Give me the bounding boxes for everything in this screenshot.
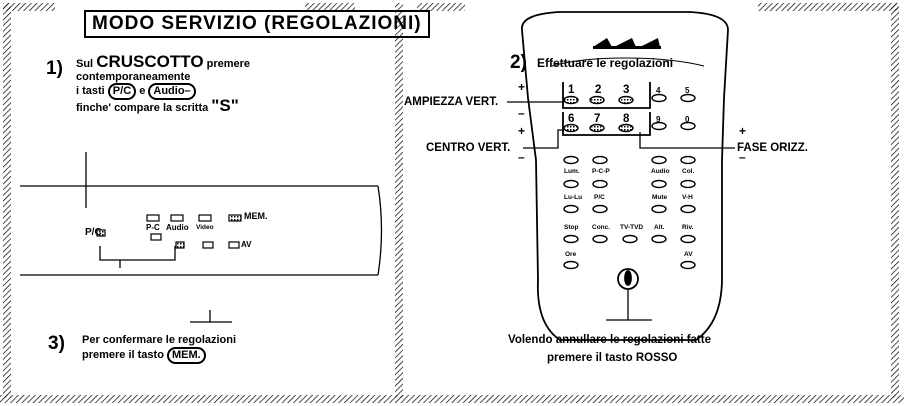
remote-pc-label: P/C [594, 194, 605, 201]
page-title: MODO SERVIZIO (REGOLAZIONI) [84, 10, 430, 38]
digit-9: 9 [656, 115, 661, 124]
centro-plus: + [518, 124, 526, 138]
pc-button-label: P/C [107, 83, 137, 100]
remote-av-label: AV [684, 251, 693, 258]
panel-pc-label: P/C [85, 227, 102, 238]
step2-text: Effettuare le regolazioni [537, 56, 674, 70]
digit-7: 7 [594, 113, 601, 125]
step1-line3-mid: e [139, 85, 146, 97]
step3-line2-pre: premere il tasto [82, 348, 164, 361]
remote-lulu-label: Lu-Lu [564, 194, 583, 201]
digit-3: 3 [623, 84, 630, 96]
ampiezza-plus: + [518, 80, 526, 94]
step3-number: 3) [48, 333, 65, 354]
digit-5: 5 [685, 86, 690, 95]
step1-line3-pre: i tasti [76, 85, 105, 97]
step3-line1: Per confermare le regolazioni [82, 334, 237, 346]
remote-col-label: Col. [682, 168, 695, 175]
step1-line4: finche' compare la scritta [76, 102, 209, 114]
red-button-icon [617, 268, 639, 290]
panel-av-label: AV [241, 240, 252, 249]
panel-mem-label: MEM. [244, 211, 268, 221]
remote-vh-label: V-H [682, 194, 693, 201]
panel-buttons [96, 214, 242, 249]
step1-number: 1) [46, 58, 63, 79]
remote-ore-label: Ore [565, 251, 577, 258]
remote-leader-lines [507, 101, 735, 321]
panel-pc-small-label: P-C [146, 223, 160, 232]
ampiezza-vert-label: AMPIEZZA VERT. [404, 96, 499, 108]
panel-audio-label: Audio [166, 223, 189, 232]
remote-audio-label: Audio [651, 168, 670, 175]
mem-button-label: MEM. [166, 346, 206, 364]
fase-orizz-label: FASE ORIZZ. [737, 142, 808, 154]
centro-minus: – [518, 150, 525, 164]
digit-4: 4 [656, 86, 661, 95]
remote-stop-label: Stop [564, 224, 579, 231]
step1-cruscotto: CRUSCOTTO [96, 52, 204, 71]
centro-vert-label: CENTRO VERT. [426, 142, 511, 154]
digit-1: 1 [568, 84, 575, 96]
digit-6: 6 [568, 113, 575, 125]
remote-selection-boxes [562, 82, 651, 136]
digit-8: 8 [623, 113, 630, 125]
remote-buttons [563, 93, 696, 270]
fase-minus: – [739, 150, 746, 164]
fase-plus: + [739, 124, 747, 138]
remote-mute-label: Mute [652, 194, 668, 201]
panel-video-label: Video [196, 224, 214, 231]
remote-pcp-label: P-C-P [592, 168, 610, 175]
remote-alt-label: Alt. [654, 224, 665, 231]
remote-logo [593, 38, 661, 49]
remote-control [521, 11, 729, 341]
step2-number: 2) [510, 52, 527, 73]
digit-2: 2 [595, 84, 602, 96]
dashboard-panel [20, 152, 383, 323]
remote-riv-label: Riv. [682, 224, 694, 231]
hatched-border [0, 3, 904, 403]
digit-0: 0 [685, 115, 690, 124]
remote-tvtvd-label: TV-TVD [620, 224, 644, 231]
remote-lum-label: Lum. [564, 168, 580, 175]
step1-text: Sul CRUSCOTTO premere contemporaneamente… [76, 53, 251, 115]
step1-line1-pre: Sul [76, 58, 94, 70]
step3-text: Per confermare le regolazioni premere il… [82, 334, 236, 364]
step1-s-indicator: "S" [211, 96, 239, 115]
remote-conc-label: Conc. [592, 224, 611, 231]
cancel-note-line1: Volendo annullare le regolazioni fatte [508, 334, 711, 346]
step1-line2: contemporaneamente [76, 70, 191, 83]
ampiezza-minus: – [518, 106, 525, 120]
step1-line1-post: premere [206, 58, 251, 70]
cancel-note-line2: premere il tasto ROSSO [547, 352, 678, 364]
audio-minus-button-label: Audio– [148, 83, 196, 100]
